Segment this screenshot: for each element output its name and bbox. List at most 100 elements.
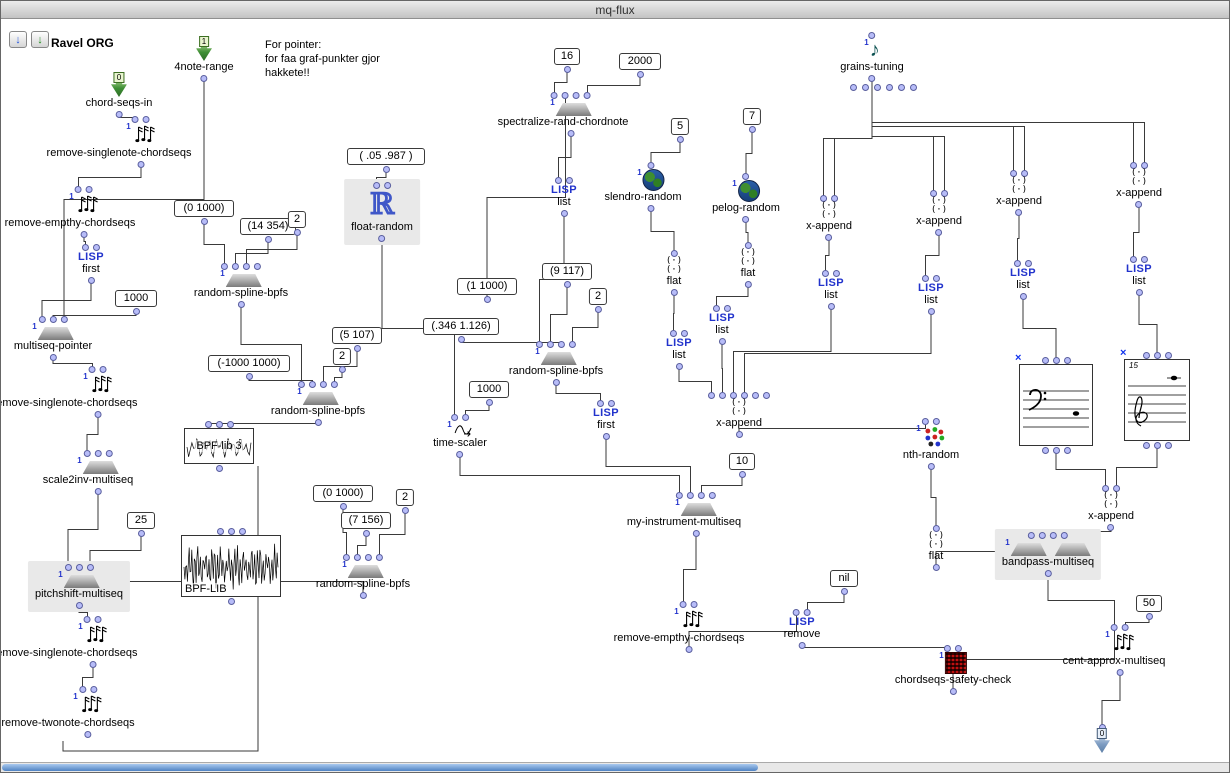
lisp-list-3-in-port-1[interactable] bbox=[724, 304, 731, 312]
4note-range-out-port-0[interactable] bbox=[200, 74, 208, 82]
box-2-d[interactable]: 2 bbox=[588, 288, 608, 313]
multiseq-pointer-in-port-1[interactable] bbox=[49, 315, 57, 323]
box-2-d-value[interactable]: 2 bbox=[588, 288, 608, 305]
lisp-remove-in-port-0[interactable] bbox=[793, 608, 800, 616]
box-7-out-port-0[interactable] bbox=[748, 125, 756, 133]
inlet-arrow-icon[interactable]: 1 bbox=[195, 36, 212, 61]
outlet-arrow-icon[interactable]: 0 bbox=[1094, 728, 1110, 753]
box-10-out-port-0[interactable] bbox=[738, 470, 746, 478]
xapp-2-in-port-0[interactable] bbox=[930, 189, 937, 197]
slendro-out-port-0[interactable] bbox=[647, 204, 655, 212]
box-50-value[interactable]: 50 bbox=[1136, 595, 1162, 612]
bpf-lib-3-out-port-0[interactable] bbox=[215, 464, 223, 472]
rsb-2-in-port-3[interactable] bbox=[331, 380, 338, 388]
pitchshift-in-port-0[interactable] bbox=[64, 563, 72, 571]
flat-2-out-port-0[interactable] bbox=[744, 280, 752, 288]
staff-2-in-port-0[interactable] bbox=[1142, 351, 1150, 359]
box-0-1000-a[interactable]: (0 1000) bbox=[174, 200, 234, 225]
box-5-107-out-port-0[interactable] bbox=[353, 344, 361, 352]
pitchshift-in-port-2[interactable] bbox=[86, 563, 94, 571]
xapp-5-in-port-5[interactable] bbox=[763, 391, 770, 399]
lisp-first-2-in-port-1[interactable] bbox=[608, 399, 615, 407]
bandpass-in-port-3[interactable] bbox=[1061, 531, 1068, 539]
xapp-5-in-port-0[interactable] bbox=[708, 391, 715, 399]
lisp-list-6-in-port-1[interactable] bbox=[1025, 259, 1032, 267]
rsb-4-in-port-1[interactable] bbox=[547, 340, 554, 348]
box-25-value[interactable]: 25 bbox=[127, 512, 155, 529]
flat-1-out-port-0[interactable] bbox=[670, 288, 678, 296]
pitchshift-in-port-1[interactable] bbox=[75, 563, 83, 571]
flat-3[interactable]: (·)(·)flat bbox=[928, 524, 944, 571]
lisp-list-5-out-port-0[interactable] bbox=[927, 307, 935, 315]
xapp-5-in-port-3[interactable] bbox=[741, 391, 748, 399]
spectralize-in-port-0[interactable] bbox=[550, 91, 558, 99]
rsb-1-in-port-2[interactable] bbox=[243, 262, 250, 270]
lisp-list-4-in-port-1[interactable] bbox=[833, 269, 840, 277]
lisp-first-1-out-port-0[interactable] bbox=[87, 276, 95, 284]
box-14-354-out-port-0[interactable] bbox=[264, 235, 272, 243]
xapp-5-in-port-4[interactable] bbox=[752, 391, 759, 399]
time-scaler-in-port-1[interactable] bbox=[461, 413, 469, 421]
rsb-3-in-port-2[interactable] bbox=[365, 553, 372, 561]
staff-1-in-port-2[interactable] bbox=[1063, 356, 1071, 364]
rsb-1-in-port-3[interactable] bbox=[254, 262, 261, 270]
cent-approx-out-port-0[interactable] bbox=[1116, 668, 1124, 676]
lisp-first-2-out-port-0[interactable] bbox=[602, 432, 610, 440]
lisp-list-3-out-port-0[interactable] bbox=[718, 337, 726, 345]
xapp-6-in-port-0[interactable] bbox=[1102, 484, 1109, 492]
box-2000-out-port-0[interactable] bbox=[636, 70, 644, 78]
xapp-4-in-port-1[interactable] bbox=[1141, 161, 1148, 169]
box-2-b[interactable]: 2 bbox=[332, 348, 352, 373]
time-scaler-out-port-0[interactable] bbox=[456, 450, 464, 458]
rm-twonote-in-port-0[interactable] bbox=[78, 685, 86, 693]
rm-twonote-out-port-0[interactable] bbox=[84, 730, 92, 738]
multiseq-pointer-in-port-2[interactable] bbox=[60, 315, 68, 323]
bandpass-in-port-0[interactable] bbox=[1028, 531, 1035, 539]
lisp-list-2-in-port-1[interactable] bbox=[681, 329, 688, 337]
staff-1[interactable]: × bbox=[1015, 353, 1093, 454]
box-16-value[interactable]: 16 bbox=[554, 48, 580, 65]
float-random-in-port-0[interactable] bbox=[372, 181, 380, 189]
x-marker-icon[interactable]: × bbox=[1015, 352, 1022, 364]
box-0-1000-b[interactable]: (0 1000) bbox=[313, 485, 373, 510]
rsb-1-in-port-0[interactable] bbox=[221, 262, 228, 270]
box-16[interactable]: 16 bbox=[554, 48, 580, 73]
box-nil[interactable]: nil bbox=[830, 570, 858, 595]
bpf-lib-in-port-2[interactable] bbox=[238, 527, 246, 535]
float-random-in-port-1[interactable] bbox=[383, 181, 391, 189]
flat-2[interactable]: (·)(·)flat bbox=[740, 241, 756, 288]
time-scaler-in-port-0[interactable] bbox=[450, 413, 458, 421]
spectralize-in-port-3[interactable] bbox=[583, 91, 591, 99]
box-5[interactable]: 5 bbox=[670, 118, 690, 143]
inlet-arrow-icon[interactable]: 0 bbox=[110, 72, 127, 97]
bpf-lib-3-in-port-2[interactable] bbox=[226, 420, 234, 428]
rsb-3-in-port-1[interactable] bbox=[354, 553, 361, 561]
xapp-3-in-port-1[interactable] bbox=[1021, 169, 1028, 177]
rm-singlenote-3-out-port-0[interactable] bbox=[89, 660, 97, 668]
rm-empthy-1-in-port-0[interactable] bbox=[75, 185, 82, 193]
box-9-117-value[interactable]: (9 117) bbox=[542, 263, 592, 280]
rm-singlenote-3-in-port-1[interactable] bbox=[94, 615, 102, 623]
box-2-c-value[interactable]: 2 bbox=[395, 489, 415, 506]
box-5-out-port-0[interactable] bbox=[676, 135, 684, 143]
box-25[interactable]: 25 bbox=[127, 512, 155, 537]
rm-singlenote-1-out-port-0[interactable] bbox=[137, 160, 145, 168]
rm-singlenote-2-in-port-0[interactable] bbox=[88, 365, 96, 373]
rsb-1-out-port-0[interactable] bbox=[237, 300, 245, 308]
flat-1[interactable]: (·)(·)flat bbox=[666, 249, 682, 296]
xapp-4-in-port-0[interactable] bbox=[1130, 161, 1137, 169]
box-5-value[interactable]: 5 bbox=[670, 118, 690, 135]
xapp-4[interactable]: (·)(·)x-append bbox=[1116, 161, 1162, 208]
